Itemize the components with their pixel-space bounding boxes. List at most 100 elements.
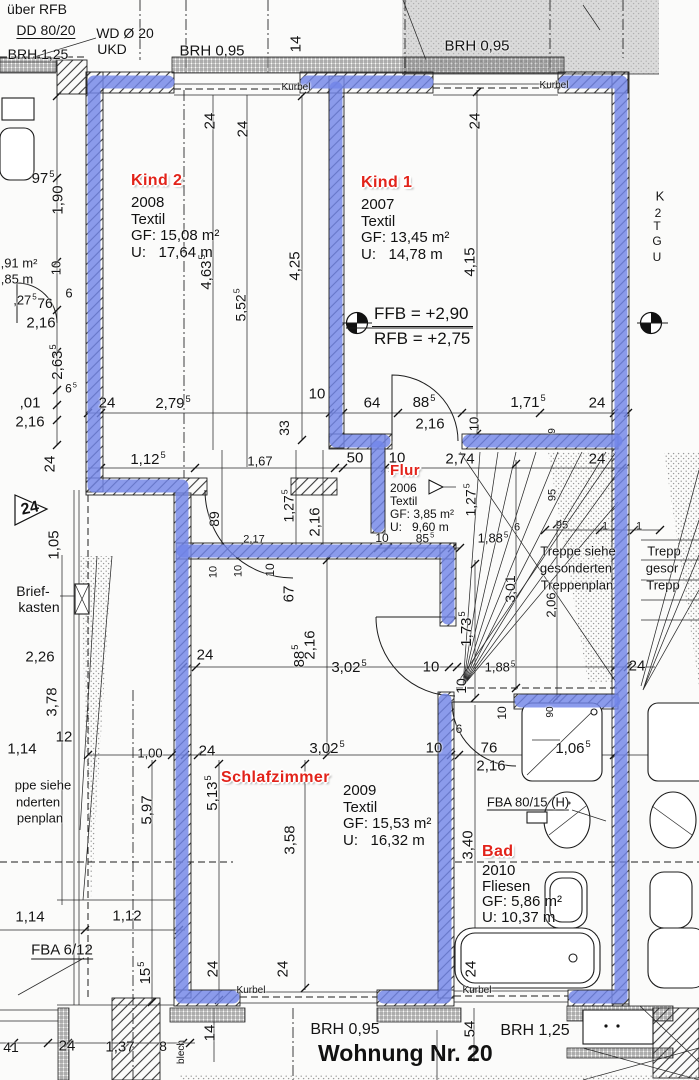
room-info: 2008 Textil GF: 15,08 m² U: 17,64 m [131, 194, 220, 261]
note-label: 2 [654, 206, 662, 220]
note-label: ppe siehe [14, 777, 72, 793]
room-label: Bad [482, 843, 514, 860]
room-perimeter: U: 16,32 m [343, 831, 425, 849]
room-number: 2009 [343, 782, 377, 799]
leader-lines [17, 37, 607, 996]
note-label: UKD [97, 41, 127, 57]
room-floor: Textil [131, 210, 166, 228]
dimension-label: 5,525 [231, 288, 249, 322]
dimension-label: 5,135 [203, 775, 221, 811]
room-bad: Bad 2010 Fliesen GF: 5,86 m² U: 10,37 m [482, 843, 562, 925]
dimension-label: 2,16 [26, 314, 56, 332]
dimension-label: 1,05 [45, 530, 63, 560]
dimension-label: 2,06 [543, 592, 559, 618]
dimension-label: 1,14 [7, 740, 37, 758]
note-label: Brief- [16, 583, 50, 599]
dimension-label: 2,795 [155, 394, 191, 412]
note-label: Kurbel [236, 985, 266, 996]
note-label: Kurbel [462, 985, 492, 996]
dimension-label: 1,275 [461, 483, 479, 517]
dimension-label: 10 [232, 564, 245, 578]
room-floor: Textil [343, 798, 378, 816]
dimension-label: 2,16 [415, 415, 445, 433]
room-area: GF: 13,45 m² [361, 229, 450, 246]
dimension-label: 95 [546, 488, 559, 502]
level-symbol [637, 311, 668, 335]
room-label: Kind 2 [131, 172, 183, 189]
dimension-label: 41 [3, 1039, 19, 1055]
dimension-label: 95 [555, 519, 569, 532]
dimension-label: 10 [466, 416, 482, 432]
note-label: U [652, 250, 662, 264]
dimension-label: 10 [207, 565, 220, 579]
note-label: Kurbel [539, 80, 569, 91]
note-label: G [652, 234, 662, 248]
dimension-label: 10 [48, 260, 64, 276]
note-label: T [653, 219, 661, 233]
dimension-label: 10 [453, 678, 469, 694]
level-symbol [342, 311, 473, 335]
dimension-label: 10 [425, 739, 443, 757]
dimension-label: 6 [455, 722, 463, 736]
note-label: nderten [15, 794, 61, 810]
dimension-label: 10 [308, 385, 326, 403]
dimension-label: 10 [495, 706, 509, 720]
room-label: Schlafzimmer [221, 769, 330, 786]
dimension-label: ,01 [19, 394, 41, 412]
dimension-label: 1,885 [477, 530, 509, 546]
room-label: Flur [390, 462, 420, 479]
dimension-label: 10 [422, 658, 440, 676]
dimension-label: 24 [466, 112, 484, 130]
dimension-label: 24 [196, 646, 214, 664]
stair-run [428, 451, 620, 689]
dimension-label: ,275 [13, 292, 37, 308]
shower-tray [521, 702, 603, 782]
room-area: GF: 15,08 m² [131, 227, 220, 244]
dimension-label: 3,40 [459, 830, 477, 860]
bottom-right-detail [180, 1005, 699, 1080]
dimension-label: 24 [274, 960, 292, 978]
dimension-label: 1,37 [105, 1038, 135, 1056]
highlighted-walls [87, 75, 628, 1004]
dimension-label: 1 [601, 520, 609, 533]
dimension-label: 2,635 [48, 344, 66, 380]
dimension-label: 10 [375, 531, 389, 545]
note-label: gesonderten [539, 560, 613, 576]
dimension-label: 24 [198, 742, 216, 760]
room-perimeter: U: 9,60 m [390, 520, 449, 534]
note-label: BRH 0,95 [444, 37, 510, 55]
dimension-label: 1,885 [484, 659, 516, 675]
stair-run-neighbor [640, 452, 699, 691]
note-label: blech [176, 1040, 187, 1064]
dimension-label: 76 [480, 739, 498, 757]
room-area: GF: 3,85 m² [390, 507, 455, 521]
note-label: penplan [16, 810, 64, 826]
dimension-label: ,85 m [0, 271, 34, 287]
dimension-label: 10 [388, 449, 406, 467]
room-perimeter: U: 10,37 m [482, 908, 556, 926]
neighbor-fixtures [0, 97, 699, 989]
dimension-label: 24 [201, 112, 219, 130]
note-label: WD Ø 20 [96, 25, 154, 41]
note-label: K [655, 188, 665, 204]
dimension-label: 5,97 [138, 795, 156, 825]
dimension-label: 1,67 [247, 453, 273, 469]
dimension-label: 24 [234, 120, 252, 138]
note-label: DD 80/20 [16, 22, 76, 39]
dimension-label: 2,16 [301, 630, 319, 660]
dimension-label: 2,16 [476, 757, 506, 775]
dimension-label: 2,16 [306, 507, 324, 537]
dimension-label: 64 [363, 394, 381, 412]
note-label: gesor [645, 560, 679, 576]
dimension-label: 90 [545, 706, 556, 718]
dimension-label: 3,58 [281, 825, 299, 855]
dimension-label: 1,14 [15, 908, 45, 926]
dimension-label: 1,00 [137, 745, 163, 761]
room-number: 2010 [482, 862, 516, 879]
room-perimeter: U: 17,64 m [131, 243, 213, 261]
dimension-label: 65 [65, 380, 77, 396]
note-label: Treppe siehe [540, 543, 616, 559]
note-label: Trepp [647, 543, 681, 559]
dimension-label: 3,01 [502, 575, 518, 603]
